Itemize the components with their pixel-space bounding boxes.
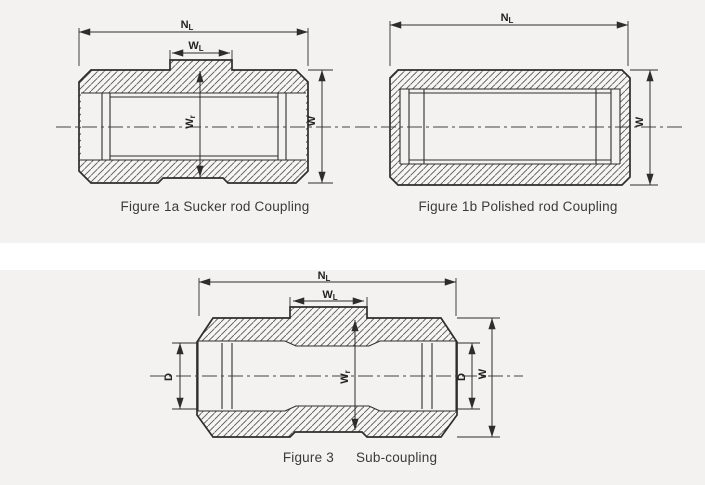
dim-label-wr-1a: Wr [184,115,197,129]
figure-1a-drawing: NL WL Wr W [56,19,350,184]
dimension-wl-3: WL [289,289,368,307]
top-drawing-panel: NL WL Wr W [0,0,705,243]
figure-1a-caption: Figure 1a Sucker rod Coupling [120,199,310,214]
bottom-drawing-panel: NL WL Wr D D W [0,270,705,485]
dim-label-w-1b: W [634,116,646,127]
figure-3-caption-title: Sub-coupling [355,450,438,465]
dim-label-wl-3: WL [322,289,337,302]
sub-coupling-body [196,306,458,438]
figure-3-drawing: NL WL Wr D D W [150,270,523,438]
dim-label-d-right-3: D [456,373,468,381]
dim-label-w-3: W [477,368,489,379]
dim-label-nl-3: NL [318,270,331,283]
figure-1b-caption: Figure 1b Polished rod Coupling [418,199,618,214]
dim-label-nl-1b: NL [501,12,514,25]
dimension-wr-1a: Wr [184,71,204,177]
dimension-w-3: W [457,317,500,438]
dimension-w-1b: W [630,69,658,186]
dimension-nl-1b: NL [389,12,629,66]
dim-label-wr-3: Wr [339,370,352,384]
figure-1b-drawing: NL W [355,12,682,186]
figure-3-caption: Figure 3 Sub-coupling [110,450,610,465]
dimension-d-right-3: D [456,342,480,410]
dim-label-w-1a: W [306,115,318,126]
dimension-wl-1a: WL [169,40,233,60]
dimension-wr-3: Wr [339,320,359,430]
dim-label-d-left-3: D [163,373,175,381]
dimension-nl-3: NL [198,270,457,316]
dim-label-nl-1a: NL [181,19,194,32]
dimension-nl-1a: NL [78,19,309,66]
figure-3-caption-number: Figure 3 [282,450,334,465]
dimension-d-left-3: D [163,342,198,410]
dimension-w-1a: W [306,69,333,184]
dim-label-wl-1a: WL [188,40,203,53]
